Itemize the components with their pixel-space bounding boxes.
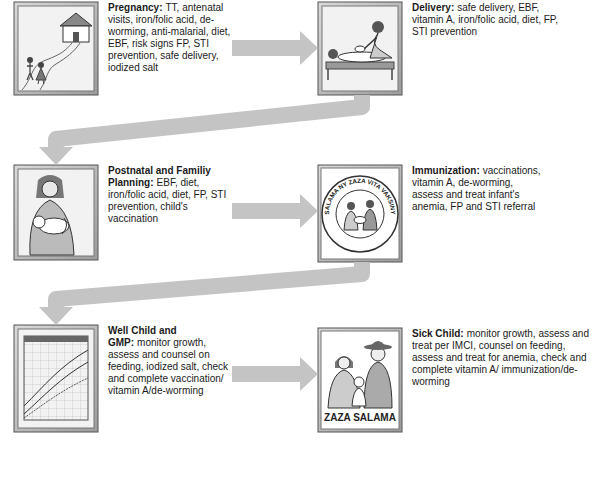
delivery-illustration-part: [322, 6, 398, 91]
arrow-head: [39, 307, 73, 325]
delivery-illustration-part: [328, 69, 392, 80]
postnatal-illustration-part: [14, 165, 98, 260]
stage-panel: Pregnancy:TT, antenatal visits, iron/fol…: [14, 2, 232, 95]
growth-chart-illustration-part: [24, 350, 88, 406]
pregnancy-illustration-part: [22, 43, 72, 90]
delivery-illustration: [318, 2, 402, 95]
stage-panel: Immunization:vaccinations, vitamin A, de…: [318, 165, 546, 262]
flow-arrow: [232, 194, 318, 228]
pregnancy-illustration: [14, 2, 98, 95]
stage-heading: Delivery:: [412, 2, 454, 13]
postnatal-illustration-part: [30, 200, 74, 255]
sick-child-illustration: [318, 328, 402, 432]
delivery-illustration-part: [318, 2, 402, 95]
delivery-illustration-part: [355, 46, 365, 52]
sick-child-illustration-part: [354, 377, 364, 387]
delivery-illustration-part: [372, 21, 384, 33]
delivery-illustration-part: [328, 49, 338, 59]
picture-caption: ZAZA SALAMA: [322, 412, 398, 424]
postnatal-illustration-part: [33, 216, 45, 228]
delivery-illustration-part: [364, 38, 376, 49]
immunization-illustration-part: [318, 165, 402, 262]
sick-child-illustration-part: [335, 356, 353, 368]
pregnancy-illustration-part: [36, 68, 46, 84]
stage-text: Well Child and GMP:monitor growth, asses…: [108, 325, 232, 397]
arrow-head: [300, 194, 318, 228]
stage-text: Sick Child:monitor growth, assess and tr…: [412, 328, 596, 388]
postnatal-illustration-part: [62, 218, 67, 234]
growth-chart-illustration-part: [18, 329, 94, 428]
postnatal-illustration-part: [42, 181, 58, 197]
arrow-head: [39, 147, 73, 165]
stage-text: Pregnancy:TT, antenatal visits, iron/fol…: [108, 2, 232, 74]
flow-arrow: [232, 31, 318, 65]
growth-chart-illustration-part: [14, 325, 98, 432]
sick-child-illustration-part: [370, 341, 386, 347]
seal-text-path: SALAMA NY ZAZA VITA VAKSINY: [323, 177, 397, 216]
pregnancy-illustration-part: [73, 32, 79, 42]
arrow-shaft: [56, 262, 362, 308]
sick-child-illustration-part: [321, 331, 399, 429]
arrow-shaft: [232, 366, 301, 382]
delivery-illustration-part: [326, 62, 394, 69]
stage-panel: Postnatal and Familiy Planning:EBF, diet…: [14, 165, 232, 260]
seal-text: SALAMA NY ZAZA VITA VAKSINY: [323, 177, 397, 216]
stage-panel: Well Child and GMP:monitor growth, asses…: [14, 325, 232, 432]
arrow-head: [300, 357, 318, 391]
stage-panel: Delivery:safe delivery, EBF, vitamin A, …: [318, 2, 562, 95]
stage-text: Delivery:safe delivery, EBF, vitamin A, …: [412, 2, 562, 38]
stage-heading: Sick Child:: [412, 328, 464, 339]
immunization-illustration-part: [354, 217, 366, 224]
sick-child-illustration-part: [338, 357, 350, 369]
immunization-illustration-part: [321, 168, 399, 259]
pregnancy-illustration-part: [63, 26, 89, 42]
pregnancy-illustration-part: [14, 2, 98, 95]
pregnancy-illustration-part: [27, 63, 33, 80]
postnatal-illustration: [14, 165, 98, 260]
flow-arrow: [39, 262, 362, 325]
immunization-illustration-part: [366, 200, 374, 208]
immunization-illustration-part: [347, 202, 355, 210]
stage-heading: Pregnancy:: [108, 2, 162, 13]
stage-text: Immunization:vaccinations, vitamin A, de…: [412, 165, 546, 213]
stage-text: Postnatal and Familiy Planning:EBF, diet…: [108, 165, 232, 225]
flow-arrow: [232, 357, 318, 391]
growth-chart-illustration-part: [24, 362, 88, 414]
pregnancy-illustration-part: [60, 13, 92, 26]
pregnancy-illustration-part: [27, 57, 33, 63]
postnatal-illustration-part: [36, 175, 64, 198]
pregnancy-illustration-part: [18, 6, 94, 91]
stage-heading: Immunization:: [412, 165, 480, 176]
arrow-shaft: [232, 40, 301, 56]
immunization-illustration-part: [322, 176, 398, 252]
growth-chart-illustration-part: [24, 378, 88, 418]
growth-chart-illustration-part: [24, 336, 88, 420]
pregnancy-illustration-part: [40, 43, 80, 90]
postnatal-illustration-part: [18, 169, 94, 256]
arrow-shaft: [56, 95, 362, 148]
flow-arrow: [39, 95, 362, 165]
delivery-illustration-part: [370, 33, 392, 58]
immunization-illustration: [318, 165, 402, 262]
arrow-shaft: [232, 203, 301, 219]
sick-child-illustration-part: [352, 388, 366, 406]
arrow-head: [300, 31, 318, 65]
growth-chart-illustration-part: [24, 336, 88, 342]
sick-child-illustration-part: [364, 362, 392, 408]
immunization-illustration-part: [336, 190, 384, 238]
sick-child-illustration-part: [318, 328, 402, 432]
growth-chart-illustration: [14, 325, 98, 432]
